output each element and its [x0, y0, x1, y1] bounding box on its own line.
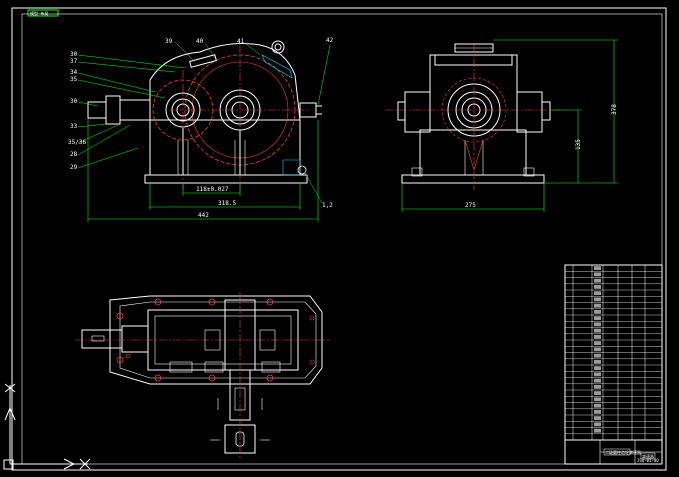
top-view	[75, 292, 330, 460]
parts-list-cell-mark	[594, 422, 601, 427]
callouts: 39 40 41 42 30 37 34 35 30 33 35/36 28 2…	[68, 37, 334, 209]
callout-30-mid: 30	[70, 98, 78, 105]
parts-list-cell-mark	[594, 428, 601, 433]
parts-list-cell-mark	[594, 303, 601, 308]
callout-39: 39	[165, 38, 173, 45]
callout-34: 34	[70, 69, 78, 76]
parts-list-cell-mark	[594, 322, 601, 327]
part-code: JSQ-01-00	[637, 458, 659, 463]
parts-list-cell-mark	[594, 266, 601, 271]
parts-list-cell-mark	[594, 316, 601, 321]
callout-35: 35	[70, 76, 78, 83]
callout-35-36: 35/36	[68, 139, 86, 146]
title-block: 二级圆柱齿轮减速器 减速器 JSQ-01-00	[564, 264, 663, 465]
drawing-title: 减速器	[642, 453, 654, 459]
parts-list-cell-mark	[594, 347, 601, 352]
callout-29: 29	[70, 164, 78, 171]
callout-41: 41	[237, 38, 245, 45]
parts-list-cell-mark	[594, 359, 601, 364]
dim-overall-height: 378	[611, 104, 618, 115]
dim-overall-length: 442	[198, 212, 209, 219]
dim-side-width: 275	[465, 202, 476, 209]
ucs-x-axis-icon	[63, 458, 76, 470]
callout-42: 42	[326, 37, 334, 44]
drawing-number: 二级圆柱齿轮减速器	[605, 449, 641, 455]
ucs-y-axis-icon	[4, 406, 16, 421]
callout-40: 40	[196, 38, 204, 45]
sheet-outer-border	[11, 7, 667, 471]
side-view	[385, 43, 565, 190]
parts-list-rows	[565, 266, 662, 434]
parts-list-cell-mark	[594, 372, 601, 377]
parts-list-cell-mark	[594, 397, 601, 402]
callout-30-top: 30	[70, 51, 78, 58]
dim-center-height: 135	[575, 139, 582, 150]
parts-list-cell-mark	[594, 328, 601, 333]
parts-list-cell-mark	[594, 378, 601, 383]
side-view-dimensions: 275 378 135	[401, 39, 618, 212]
callout-37: 37	[70, 58, 78, 65]
parts-list-cell-mark	[594, 366, 601, 371]
callout-28: 28	[70, 151, 78, 158]
parts-list-cell-mark	[594, 297, 601, 302]
parts-list-cell-mark	[594, 278, 601, 283]
parts-list-cell-mark	[594, 403, 601, 408]
ucs-icon	[3, 383, 91, 470]
front-view	[87, 40, 322, 222]
parts-list-cell-mark	[594, 272, 601, 277]
parts-list-cell-mark	[594, 353, 601, 358]
layout-tab-label: 模型 布局	[30, 10, 48, 16]
parts-list-cell-mark	[594, 334, 601, 339]
sheet-inner-border	[21, 13, 663, 465]
parts-list-cell-mark	[594, 391, 601, 396]
callout-1-2: 1,2	[322, 202, 333, 209]
parts-list-cell-mark	[594, 384, 601, 389]
dim-center-distance: 118±0.027	[196, 186, 229, 193]
parts-list-cell-mark	[594, 309, 601, 314]
dim-base-length: 318.5	[218, 200, 236, 207]
parts-list-cell-mark	[594, 409, 601, 414]
parts-list-cell-mark	[594, 341, 601, 346]
parts-list-cell-mark	[594, 284, 601, 289]
parts-list-cell-mark	[594, 416, 601, 421]
layout-tab[interactable]: 模型 布局	[27, 9, 59, 17]
callout-33: 33	[70, 123, 78, 130]
parts-list-cell-mark	[594, 291, 601, 296]
front-view-dimensions: 118±0.027 318.5 442	[88, 186, 318, 220]
